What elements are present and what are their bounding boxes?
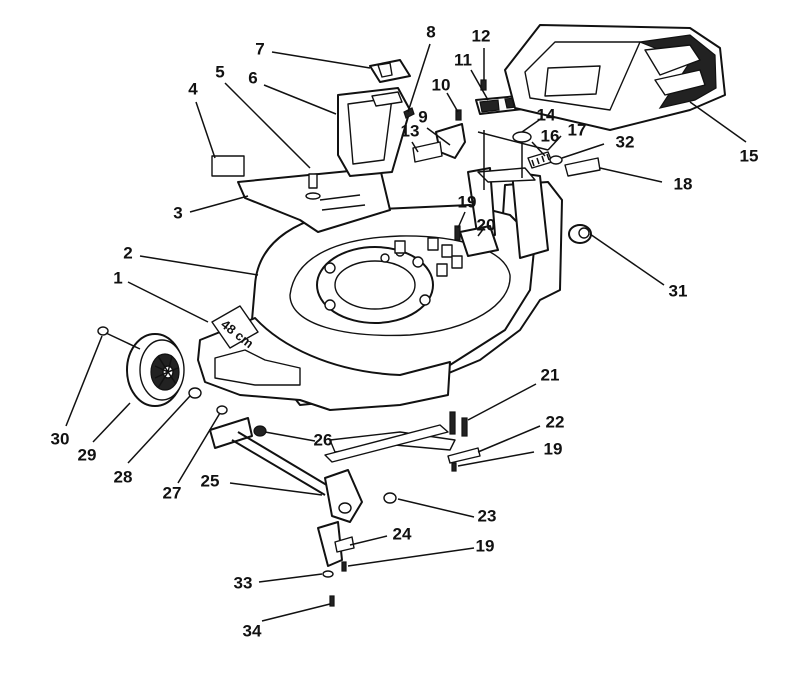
callout-29: 29 bbox=[78, 445, 97, 464]
callout-10: 10 bbox=[432, 75, 451, 94]
callout-26: 26 bbox=[314, 430, 333, 449]
bracket-21 bbox=[449, 411, 468, 437]
callout-5: 5 bbox=[215, 62, 224, 81]
callout-18: 18 bbox=[674, 174, 693, 193]
callout-23: 23 bbox=[478, 506, 497, 525]
plate-bolt bbox=[305, 173, 321, 200]
decal-plate bbox=[211, 155, 245, 177]
callout-14: 14 bbox=[537, 105, 556, 124]
callout-4: 4 bbox=[188, 79, 198, 98]
callout-8: 8 bbox=[426, 22, 435, 41]
vertical-rods bbox=[483, 130, 523, 190]
callout-30: 30 bbox=[51, 429, 70, 448]
screw-10 bbox=[455, 109, 462, 121]
nut-26 bbox=[253, 425, 267, 437]
callout-3: 3 bbox=[173, 203, 182, 222]
callout-7: 7 bbox=[255, 39, 264, 58]
callout-19-bottom: 19 bbox=[476, 536, 495, 555]
callout-9: 9 bbox=[418, 107, 427, 126]
grass-catcher-top bbox=[504, 24, 726, 131]
decal-18 bbox=[564, 157, 601, 177]
callout-12: 12 bbox=[472, 26, 491, 45]
front-wheel bbox=[126, 333, 185, 407]
rear-axle-rod bbox=[324, 424, 449, 463]
wheel-spacer bbox=[188, 387, 202, 399]
callout-1: 1 bbox=[113, 268, 122, 287]
bracket-22 bbox=[447, 447, 481, 464]
callout-16: 16 bbox=[541, 126, 560, 145]
callout-27: 27 bbox=[163, 483, 182, 502]
callout-22: 22 bbox=[546, 412, 565, 431]
callout-21: 21 bbox=[541, 365, 560, 384]
callout-32: 32 bbox=[616, 132, 635, 151]
chute-door bbox=[369, 59, 411, 83]
washer-32 bbox=[549, 155, 563, 165]
callout-19-top: 19 bbox=[458, 192, 477, 211]
handle-bracket-20 bbox=[454, 225, 499, 257]
callout-2: 2 bbox=[123, 243, 132, 262]
callout-33: 33 bbox=[234, 573, 253, 592]
pin-14 bbox=[512, 131, 532, 143]
leader-lines bbox=[65, 43, 747, 622]
callout-25: 25 bbox=[201, 471, 220, 490]
lever-24 bbox=[317, 521, 355, 567]
knob bbox=[568, 224, 592, 244]
spring-16 bbox=[527, 151, 553, 169]
small-decal bbox=[412, 141, 443, 163]
callout-28: 28 bbox=[114, 467, 133, 486]
discharge-chute bbox=[337, 87, 411, 177]
mower-deck-housing bbox=[197, 167, 563, 453]
callout-34: 34 bbox=[243, 621, 262, 640]
callout-24: 24 bbox=[393, 524, 412, 543]
callout-numbers: 1 2 3 4 5 6 7 8 9 10 11 12 13 14 15 16 1… bbox=[51, 22, 759, 640]
wheel-bolt bbox=[97, 326, 141, 350]
callout-13: 13 bbox=[401, 121, 420, 140]
screws-19-33-34 bbox=[322, 462, 457, 607]
washer-27 bbox=[216, 405, 228, 415]
callout-11: 11 bbox=[454, 50, 472, 69]
callout-19-mid: 19 bbox=[544, 439, 563, 458]
callout-15: 15 bbox=[740, 146, 759, 165]
callout-20: 20 bbox=[477, 215, 496, 234]
bushing-23 bbox=[383, 492, 397, 504]
height-adjust-axle bbox=[209, 417, 363, 523]
callout-6: 6 bbox=[248, 68, 257, 87]
callout-17: 17 bbox=[568, 120, 587, 139]
callout-31: 31 bbox=[669, 281, 688, 300]
